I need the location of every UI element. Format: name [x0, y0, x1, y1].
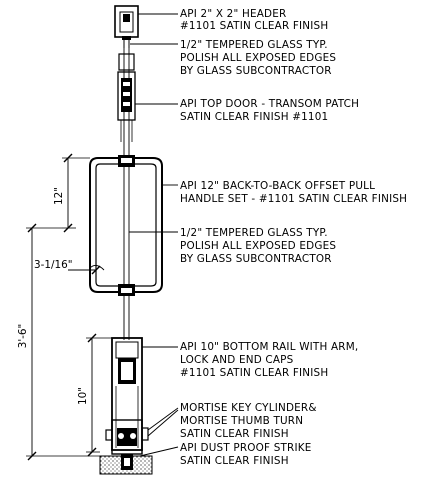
leader-lines [129, 13, 179, 457]
callout-header-line-2: #1101 SATIN CLEAR FINISH [180, 20, 328, 32]
callout-glass-top-line-1: 1/2" TEMPERED GLASS TYP. [180, 39, 328, 51]
callout-strike-line-1: API DUST PROOF STRIKE [180, 442, 312, 454]
callout-strike: API DUST PROOF STRIKE SATIN CLEAR FINISH [180, 442, 312, 467]
callout-transom-line-2: SATIN CLEAR FINISH #1101 [180, 111, 328, 123]
dimension-lines [26, 153, 112, 461]
callout-mortise-line-1: MORTISE KEY CYLINDER& [180, 402, 317, 414]
callout-rail-line-1: API 10" BOTTOM RAIL WITH ARM, [180, 341, 358, 353]
callout-mortise-line-3: SATIN CLEAR FINISH [180, 428, 289, 440]
callout-pull-line-2: HANDLE SET - #1101 SATIN CLEAR FINISH [180, 193, 407, 205]
dim-handle-offset: 3-1/16" [34, 259, 72, 271]
dust-proof-strike [99, 454, 153, 475]
callout-glass-mid-line-2: POLISH ALL EXPOSED EDGES [180, 240, 336, 252]
callout-glass-mid-line-3: BY GLASS SUBCONTRACTOR [180, 253, 332, 265]
callout-header-line-1: API 2" X 2" HEADER [180, 8, 286, 20]
dim-handle-height: 12" [53, 187, 65, 205]
callout-strike-line-2: SATIN CLEAR FINISH [180, 455, 289, 467]
callout-rail-line-2: LOCK AND END CAPS [180, 354, 294, 366]
dim-overall-height: 3'-6" [17, 324, 29, 349]
callout-transom-line-1: API TOP DOOR - TRANSOM PATCH [180, 98, 359, 110]
callout-rail-line-3: #1101 SATIN CLEAR FINISH [180, 367, 328, 379]
callout-mortise-line-2: MORTISE THUMB TURN [180, 415, 303, 427]
callout-glass-mid: 1/2" TEMPERED GLASS TYP. POLISH ALL EXPO… [180, 227, 336, 265]
header-profile [114, 5, 139, 48]
transom-patch [117, 53, 136, 142]
callout-mortise: MORTISE KEY CYLINDER& MORTISE THUMB TURN… [180, 402, 317, 440]
pull-handle [89, 155, 163, 296]
callout-glass-top-line-2: POLISH ALL EXPOSED EDGES [180, 52, 336, 64]
callout-bottom-rail: API 10" BOTTOM RAIL WITH ARM, LOCK AND E… [180, 341, 358, 379]
callout-glass-top-line-3: BY GLASS SUBCONTRACTOR [180, 65, 332, 77]
callout-glass-mid-line-1: 1/2" TEMPERED GLASS TYP. [180, 227, 328, 239]
callout-glass-top: 1/2" TEMPERED GLASS TYP. POLISH ALL EXPO… [180, 39, 336, 77]
bottom-rail [111, 337, 143, 451]
callout-pull-line-1: API 12" BACK-TO-BACK OFFSET PULL [180, 180, 375, 192]
dim-rail-height: 10" [77, 387, 89, 405]
callout-pull-handle: API 12" BACK-TO-BACK OFFSET PULL HANDLE … [180, 180, 407, 205]
callout-header: API 2" X 2" HEADER #1101 SATIN CLEAR FIN… [180, 8, 328, 32]
callout-transom-patch: API TOP DOOR - TRANSOM PATCH SATIN CLEAR… [180, 98, 359, 123]
